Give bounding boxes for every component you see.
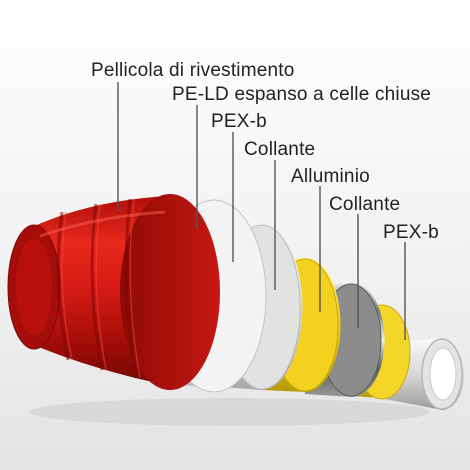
leader-lines: [117, 82, 406, 340]
pipe-shadow: [30, 398, 430, 426]
label-pellicola-rivestimento: Pellicola di rivestimento: [91, 60, 295, 81]
label-collante-inner: Collante: [329, 194, 400, 215]
label-alluminio: Alluminio: [291, 166, 370, 187]
label-pe-ld-foam: PE-LD espanso a celle chiuse: [172, 84, 431, 105]
label-collante-outer: Collante: [244, 139, 315, 160]
red-jacket-layer: [7, 194, 220, 390]
label-pex-b-outer: PEX-b: [211, 111, 267, 132]
label-pex-b-inner: PEX-b: [383, 222, 439, 243]
